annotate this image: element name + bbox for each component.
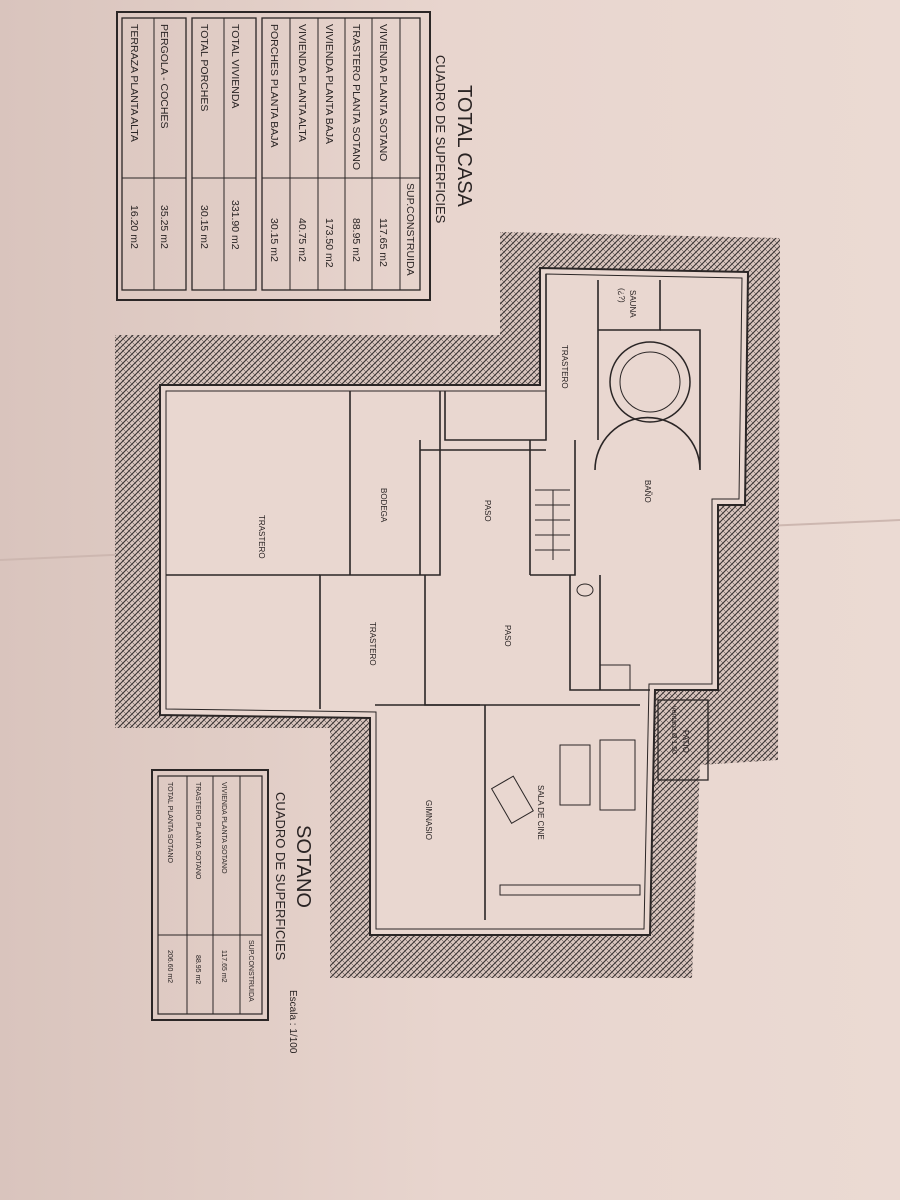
scale-label: Escala : 1/100 <box>287 990 298 1054</box>
row-value: 30.15 m2 <box>268 218 280 262</box>
row-label: VIVIENDA PLANTA ALTA <box>296 24 308 142</box>
toilet-icon <box>576 583 594 597</box>
total-label: TOTAL VIVIENDA <box>229 24 241 108</box>
row-label: VIVIENDA PLANTA SOTANO <box>220 782 227 874</box>
sauna-handwritten-note: (¿?) <box>617 288 626 303</box>
jacuzzi-inner <box>619 351 681 413</box>
total-value: 331.90 m2 <box>229 200 241 250</box>
room-label-trastero: TRASTERO <box>368 622 377 666</box>
extra-label: PERGOLA - COCHES <box>158 24 170 128</box>
row-label: VIVIENDA PLANTA BAJA <box>323 24 335 144</box>
room-label-bodega: BODEGA <box>379 488 388 523</box>
row-label: PORCHES PLANTA BAJA <box>268 24 280 148</box>
row-value: 40.75 m2 <box>296 218 308 262</box>
sotano-header: SUP.CONSTRUIDA <box>247 940 254 1002</box>
row-value: 88.95 m2 <box>194 955 201 984</box>
row-label: VIVIENDA PLANTA SOTANO <box>377 24 389 161</box>
window-note: ventana Ø 1.50 <box>670 706 677 754</box>
stairs-icon <box>535 489 570 560</box>
total-label: TOTAL PORCHES <box>198 24 210 111</box>
room-label-trastero: TRASTERO <box>560 345 569 389</box>
room-label-sala-de-cine: SALA DE CINE <box>536 785 545 840</box>
total-casa-header: SUP.CONSTRUIDA <box>404 183 416 276</box>
row-label: TRASTERO PLANTA SOTANO <box>350 24 362 170</box>
sotano-table: SOTANO CUADRO DE SUPERFICIES SUP.CONSTRU… <box>151 769 314 1021</box>
room-label-paso: PASO <box>483 500 492 522</box>
row-value: 173.50 m2 <box>323 218 335 268</box>
cinema-seats-icon <box>490 739 641 896</box>
room-label-bano: BAÑO <box>643 480 652 503</box>
total-casa-subtitle: CUADRO DE SUPERFICIES <box>433 55 448 224</box>
row-value: 117.65 m2 <box>377 218 389 267</box>
boiler-icon <box>599 664 631 691</box>
total-casa-rows: VIVIENDA PLANTA SOTANO 117.65 m2 TRASTER… <box>128 24 389 268</box>
room-label-patio: PATIO <box>681 730 690 753</box>
row-value: 206.60 m2 <box>166 950 173 983</box>
total-casa-table: TOTAL CASA CUADRO DE SUPERFICIES SUP.CON… <box>116 11 475 301</box>
room-label-paso: PASO <box>503 625 512 647</box>
row-label: TRASTERO PLANTA SOTANO <box>194 782 201 880</box>
room-label-gimnasio: GIMNASIO <box>424 800 433 840</box>
room-walls <box>166 274 715 920</box>
row-value: 88.95 m2 <box>350 218 362 262</box>
jacuzzi-icon <box>609 341 691 423</box>
room-label-sauna: SAUNA <box>628 290 637 318</box>
patio-box <box>657 699 709 781</box>
extra-label: TERRAZA PLANTA ALTA <box>128 24 140 142</box>
plan-interior <box>159 266 750 936</box>
extra-value: 35.25 m2 <box>158 205 170 249</box>
extra-value: 16.20 m2 <box>128 205 140 249</box>
sotano-subtitle: CUADRO DE SUPERFICIES <box>273 792 288 961</box>
row-label: TOTAL PLANTA SOTANO <box>166 782 173 863</box>
row-value: 117.65 m2 <box>220 950 227 983</box>
total-value: 30.15 m2 <box>198 205 210 249</box>
room-label-trastero: TRASTERO <box>257 515 266 559</box>
total-casa-title: TOTAL CASA <box>453 85 475 208</box>
basement-floor-plan: TRASTERO SAUNA (¿?) BAÑO PASO BODEGA TRA… <box>115 232 780 978</box>
sotano-title: SOTANO <box>292 825 314 908</box>
